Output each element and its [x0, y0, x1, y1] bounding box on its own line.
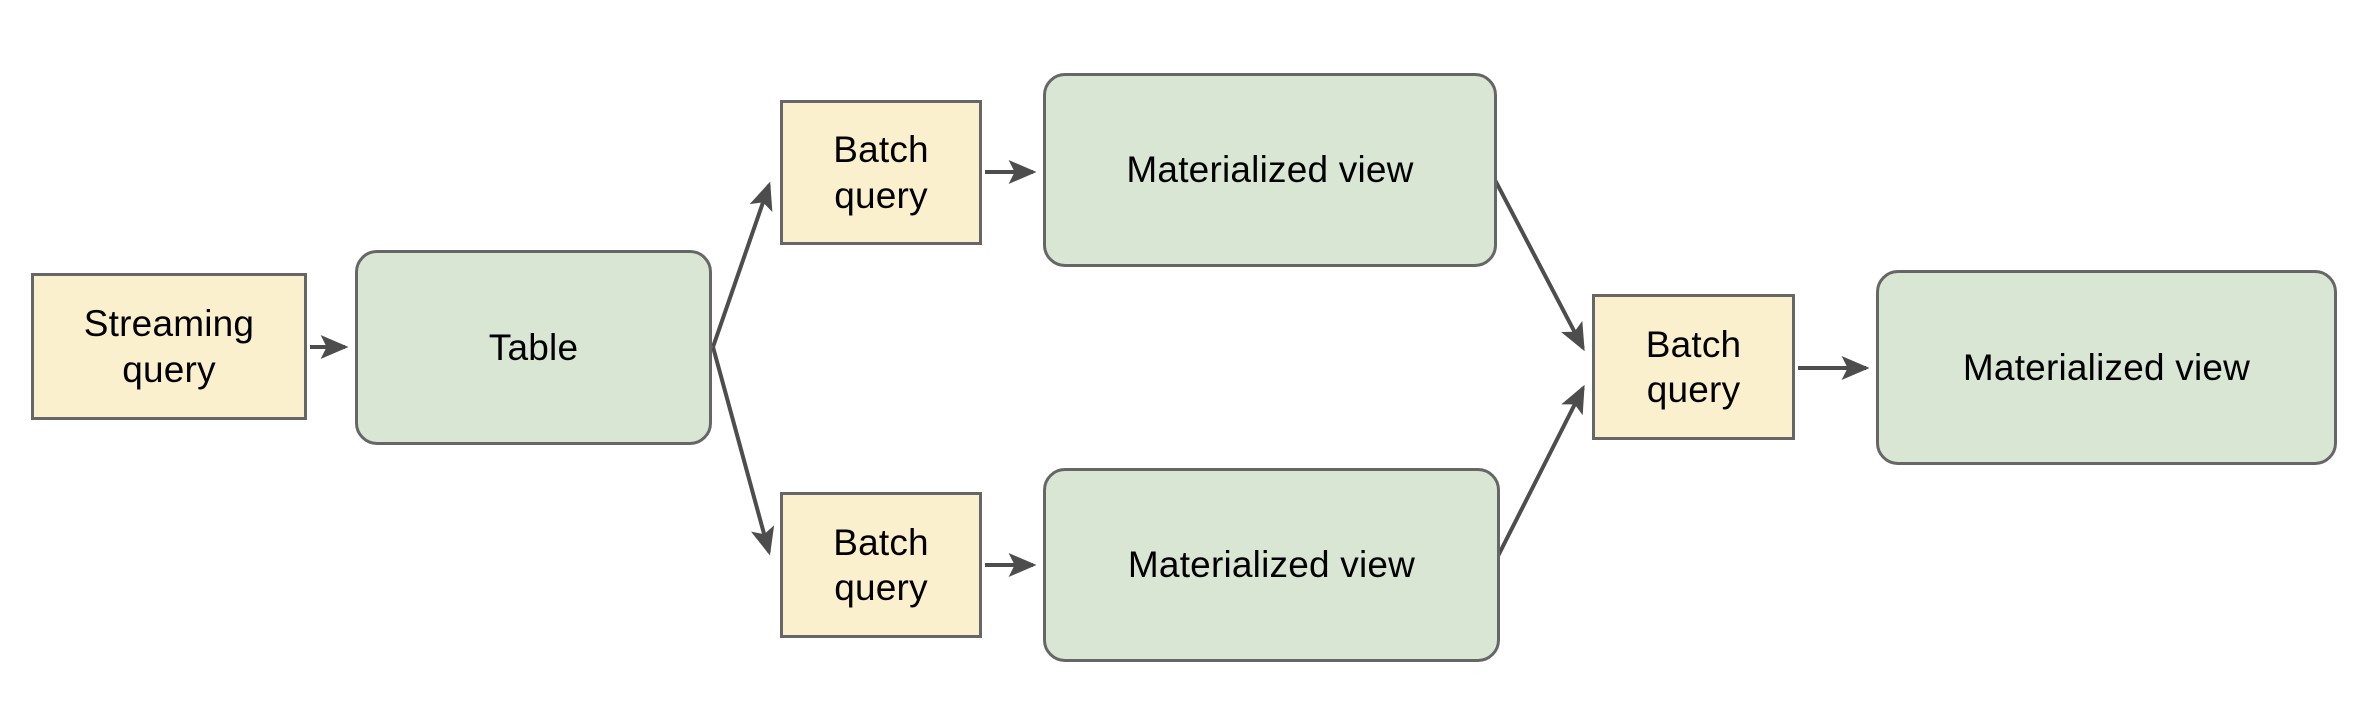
node-table-label: Table — [488, 326, 579, 368]
edge-table-to-batch-bottom — [711, 346, 775, 556]
edge-table-to-batch-top — [711, 181, 773, 348]
node-batch-query-top[interactable]: Batch query — [780, 100, 982, 245]
node-materialized-view-bottom[interactable]: Materialized view — [1043, 468, 1500, 662]
node-materialized-view-final[interactable]: Materialized view — [1876, 270, 2337, 465]
node-materialized-view-bottom-label: Materialized view — [1127, 544, 1416, 586]
node-materialized-view-top-label: Materialized view — [1126, 149, 1414, 191]
node-batch-query-merge[interactable]: Batch query — [1592, 294, 1795, 440]
edge-mv-bottom-to-batch-middle — [1495, 384, 1585, 559]
node-materialized-view-final-label: Materialized view — [1962, 346, 2251, 388]
node-table[interactable]: Table — [355, 250, 712, 445]
node-materialized-view-top[interactable]: Materialized view — [1043, 73, 1497, 267]
node-batch-query-bottom[interactable]: Batch query — [780, 492, 982, 638]
node-batch-query-merge-label: Batch query — [1645, 323, 1742, 410]
node-batch-query-top-label: Batch query — [833, 129, 929, 216]
node-streaming-query[interactable]: Streaming query — [31, 273, 307, 420]
node-streaming-query-label: Streaming query — [83, 303, 255, 390]
edge-mv-top-to-batch-middle — [1492, 177, 1585, 352]
node-batch-query-bottom-label: Batch query — [833, 521, 929, 608]
